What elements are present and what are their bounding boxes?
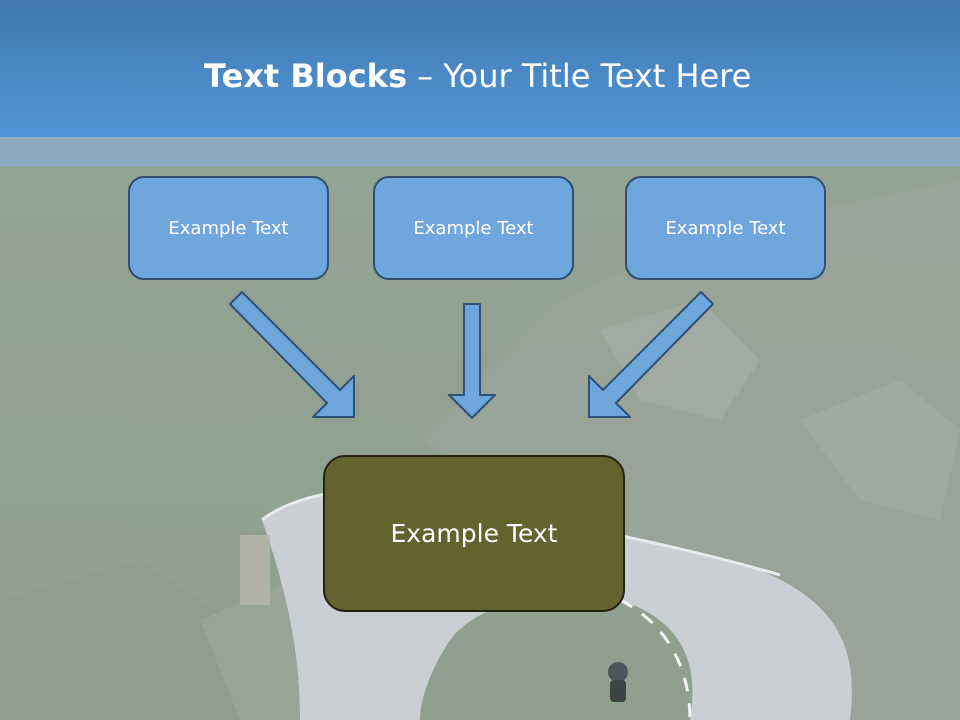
slide-title: Text Blocks – Your Title Text Here: [204, 54, 751, 98]
title-bold: Text Blocks: [204, 57, 407, 95]
text-block-1-label: Example Text: [168, 217, 289, 239]
title-rest: – Your Title Text Here: [407, 57, 752, 95]
target-block[interactable]: Example Text: [323, 455, 625, 612]
text-block-1[interactable]: Example Text: [128, 176, 329, 280]
text-block-3[interactable]: Example Text: [625, 176, 826, 280]
title-bar: [0, 0, 960, 137]
arrow-right: [588, 291, 714, 418]
text-block-3-label: Example Text: [665, 217, 786, 239]
title-band: [0, 137, 960, 167]
target-block-label: Example Text: [390, 519, 558, 548]
text-block-2-label: Example Text: [413, 217, 534, 239]
text-block-2[interactable]: Example Text: [373, 176, 574, 280]
arrow-center: [448, 303, 496, 419]
arrow-left: [229, 291, 355, 418]
